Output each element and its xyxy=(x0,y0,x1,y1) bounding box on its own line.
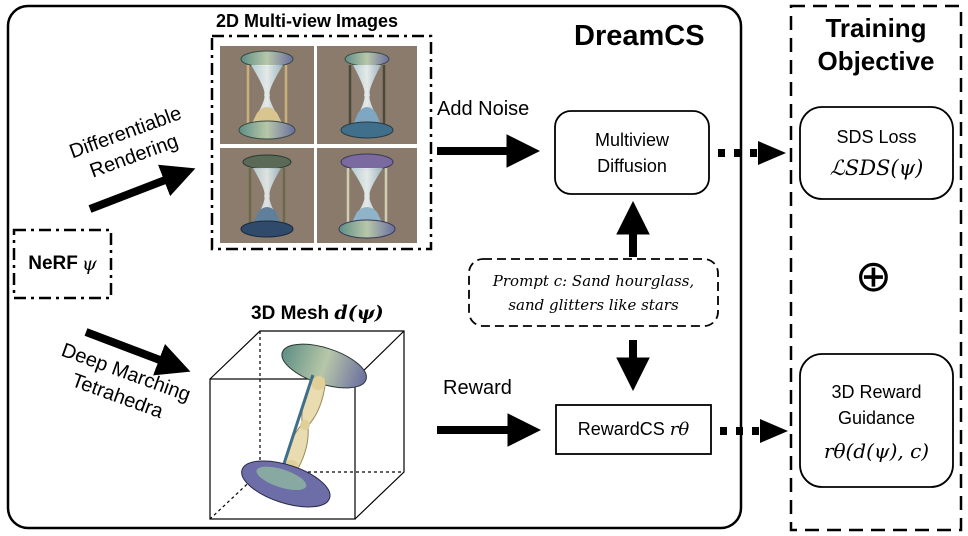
reward-guidance-line1: 3D Reward xyxy=(831,381,922,402)
nerf-label-text: NeRF xyxy=(28,253,78,274)
reward-label: Reward xyxy=(443,377,512,399)
prompt-line1: Prompt c: Sand hourglass, xyxy=(492,271,695,290)
hourglass-mesh-icon xyxy=(241,343,367,508)
mesh-title-prefix: 3D Mesh xyxy=(251,303,335,324)
rewardcs-math: rθ xyxy=(669,419,690,440)
prompt-line2: sand glitters like stars xyxy=(508,295,679,314)
multiview-diffusion-line1: Multiview xyxy=(594,129,669,150)
main-title: DreamCS xyxy=(574,20,705,52)
reward-guidance-math: rθ(d(ψ), c) xyxy=(823,438,930,463)
rewardcs-label: RewardCS rθ xyxy=(556,405,711,454)
prompt-text: Prompt c: Sand hourglass, sand glitters … xyxy=(469,259,718,326)
multiview-images-title: 2D Multi-view Images xyxy=(216,11,399,31)
arrow-icon xyxy=(718,149,760,435)
sds-loss-text: SDS Loss xyxy=(836,126,917,147)
sds-loss-box xyxy=(799,106,954,200)
rewardcs-box xyxy=(555,404,712,455)
reward-guidance-box xyxy=(799,353,954,488)
objective-title-line2: Objective xyxy=(817,46,935,76)
hourglass-render-icon xyxy=(240,154,294,238)
arrow-icon xyxy=(760,419,788,443)
sds-loss-math: ℒSDS(ψ) xyxy=(829,155,924,180)
arrow-icon xyxy=(84,134,650,447)
hourglass-render-icon xyxy=(338,153,396,239)
rewardcs-text: RewardCS xyxy=(577,419,665,439)
nerf-psi: ψ xyxy=(81,253,97,275)
nerf-label: NeRF ψ xyxy=(14,230,111,298)
reward-guidance-line2: Guidance xyxy=(837,407,916,428)
multiview-images-frame xyxy=(210,34,433,251)
prompt-box xyxy=(468,258,719,327)
multiview-diffusion-box xyxy=(554,110,710,195)
sds-loss-label: SDS Loss ℒSDS(ψ) xyxy=(800,107,953,199)
arrow-icon xyxy=(758,141,786,165)
mesh-title: 3D Mesh d(ψ) xyxy=(251,302,384,325)
training-objective-panel xyxy=(789,4,963,532)
multiview-diffusion-line2: Diffusion xyxy=(597,155,667,176)
hourglass-render-icon xyxy=(238,50,296,140)
objective-title-line1: Training xyxy=(825,13,927,43)
dreamcs-panel xyxy=(6,4,743,530)
multiview-diffusion-label: Multiview Diffusion xyxy=(555,111,709,194)
reward-guidance-label: 3D Reward Guidance rθ(d(ψ), c) xyxy=(800,354,953,487)
nerf-box xyxy=(12,228,113,300)
training-objective-title: Training Objective xyxy=(791,12,961,78)
mesh-title-math: d(ψ) xyxy=(334,302,384,324)
oplus-symbol: ⊕ xyxy=(855,251,892,302)
add-noise-label: Add Noise xyxy=(437,98,530,120)
hourglass-render-icon xyxy=(340,51,394,139)
